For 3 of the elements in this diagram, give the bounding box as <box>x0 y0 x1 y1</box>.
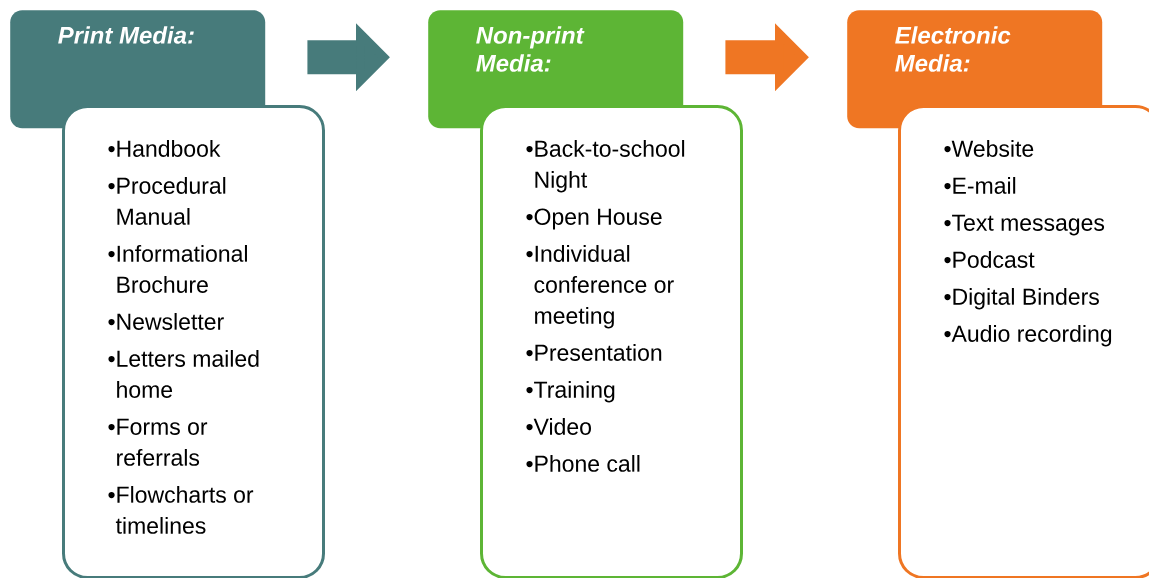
list-box: •Back-to-school Night •Open House •Individual conference or meeting •Presentation •Training •Video •Phone call <box>480 105 743 578</box>
list-box: •Handbook •Procedural Manual •Informational Brochure •Newsletter •Letters mailed home •Forms or referrals •Flowcharts or timelines <box>62 105 325 578</box>
list-box: •Website •E-mail •Text messages •Podcast •Digital Binders •Audio recording <box>898 105 1149 578</box>
